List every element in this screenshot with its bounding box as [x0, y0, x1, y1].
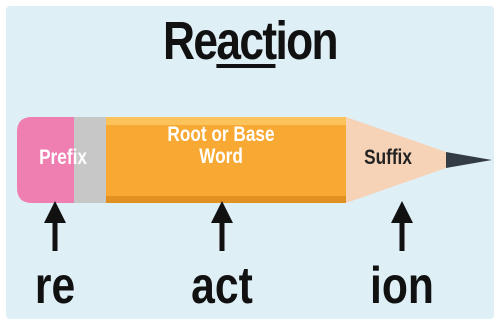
arrow-prefix: [44, 201, 66, 251]
pencil-lead: [446, 152, 492, 168]
pencil-barrel: [106, 117, 346, 203]
part-root: act: [191, 257, 253, 315]
barrel-highlight: [106, 117, 346, 125]
part-suffix: ion: [370, 257, 434, 315]
part-prefix: re: [34, 257, 76, 315]
barrel-shade: [106, 196, 346, 203]
title-suffix: ion: [275, 11, 338, 71]
title-prefix: Re: [163, 11, 218, 71]
suffix-label: Suffix: [364, 146, 412, 169]
arrow-root: [211, 201, 233, 251]
pencil-eraser: [17, 117, 74, 203]
word-title: Reaction: [45, 14, 455, 68]
pencil-ferrule: [74, 117, 106, 203]
pencil-wood-tip: [346, 117, 446, 203]
title-root-underlined: act: [216, 11, 277, 71]
arrow-suffix: [391, 201, 413, 251]
prefix-label: Prefix: [39, 146, 87, 169]
root-label: Root or Base Word: [167, 123, 275, 169]
